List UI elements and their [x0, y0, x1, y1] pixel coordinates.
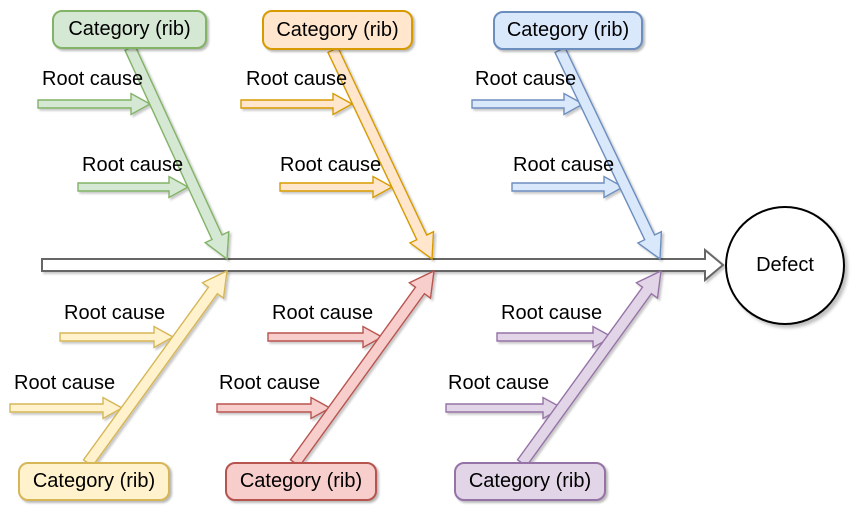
spine-arrow[interactable] — [41, 247, 725, 283]
category-label-top-left: Category (rib) — [68, 18, 191, 40]
root-cause-label-top-middle-1: Root cause — [246, 68, 348, 90]
root-cause-arrow-bottom-left-2[interactable] — [9, 396, 124, 420]
root-cause-arrow-top-right-2[interactable] — [511, 175, 625, 199]
root-cause-label-bottom-right-1: Root cause — [501, 302, 603, 324]
category-label-top-middle: Category (rib) — [276, 18, 399, 41]
root-cause-arrow-bottom-middle-1[interactable] — [267, 325, 384, 349]
root-cause-arrow-bottom-right-2[interactable] — [445, 396, 564, 420]
rib-arrow-bottom-right[interactable] — [516, 269, 662, 468]
category-box-bottom-left[interactable]: Category (rib) — [18, 462, 170, 501]
root-cause-label-bottom-middle-1: Root cause — [272, 302, 374, 324]
rib-arrow-top-right[interactable] — [554, 46, 663, 261]
root-cause-label-bottom-right-2: Root cause — [448, 372, 550, 394]
category-label-bottom-middle: Category (rib) — [239, 470, 363, 492]
root-cause-arrow-bottom-middle-2[interactable] — [216, 396, 332, 420]
category-box-bottom-middle[interactable]: Category (rib) — [225, 462, 377, 501]
category-box-top-left[interactable]: Category (rib) — [52, 10, 207, 49]
root-cause-label-top-right-2: Root cause — [513, 154, 615, 176]
root-cause-arrow-top-right-1[interactable] — [471, 92, 585, 116]
root-cause-arrow-bottom-right-1[interactable] — [496, 325, 614, 349]
root-cause-label-top-left-1: Root cause — [42, 68, 144, 90]
root-cause-arrow-top-middle-1[interactable] — [240, 92, 354, 116]
root-cause-arrow-top-left-1[interactable] — [37, 92, 152, 116]
category-box-bottom-right[interactable]: Category (rib) — [454, 462, 606, 501]
root-cause-arrow-top-left-2[interactable] — [77, 175, 190, 199]
rib-arrow-top-middle[interactable] — [327, 46, 435, 261]
category-label-top-right: Category (rib) — [506, 19, 630, 41]
root-cause-label-top-left-2: Root cause — [82, 154, 184, 176]
root-cause-label-top-middle-2: Root cause — [280, 154, 382, 176]
root-cause-label-bottom-middle-2: Root cause — [219, 372, 321, 394]
root-cause-label-top-right-1: Root cause — [475, 68, 577, 90]
root-cause-arrow-top-middle-2[interactable] — [279, 175, 394, 199]
rib-arrow-bottom-left[interactable] — [82, 269, 228, 468]
defect-node[interactable]: Defect — [725, 206, 845, 325]
category-box-top-right[interactable]: Category (rib) — [493, 11, 643, 50]
category-box-top-middle[interactable]: Category (rib) — [262, 10, 413, 50]
root-cause-label-bottom-left-1: Root cause — [64, 302, 166, 324]
category-label-bottom-right: Category (rib) — [468, 470, 592, 492]
root-cause-arrow-bottom-left-1[interactable] — [59, 325, 175, 349]
rib-arrow-top-left[interactable] — [124, 44, 230, 261]
root-cause-label-bottom-left-2: Root cause — [14, 372, 116, 394]
defect-label: Defect — [756, 254, 814, 276]
category-label-bottom-left: Category (rib) — [32, 470, 156, 492]
rib-arrow-bottom-middle[interactable] — [289, 269, 435, 468]
